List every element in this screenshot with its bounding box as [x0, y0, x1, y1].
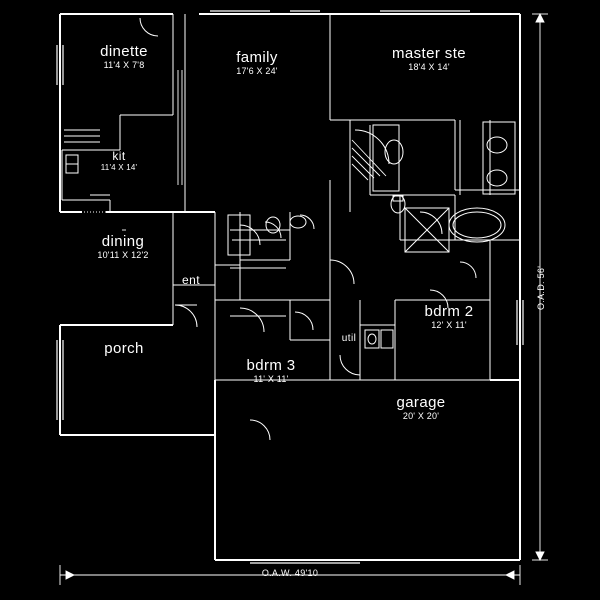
- room-dim-dinette: 11'4 X 7'8: [103, 59, 145, 70]
- room-label-master-suite: master ste 18'4 X 14': [392, 46, 466, 72]
- cabinet-and-shelf-lines: [64, 70, 387, 317]
- hatched-wall-fill: [60, 14, 520, 436]
- room-name-family: family: [236, 49, 278, 66]
- room-name-dining: dining: [101, 233, 145, 250]
- door-swings: [139, 17, 477, 441]
- room-dim-dining: 10'11 X 12'2: [97, 249, 149, 260]
- room-label-family: family 17'6 X 24': [236, 50, 278, 76]
- room-label-bedroom-2: bdrm 2 12' X 11': [424, 304, 473, 330]
- room-dim-bedroom-2: 12' X 11': [431, 319, 467, 330]
- room-label-kitchen: kit 11'4 X 14': [101, 150, 138, 172]
- overall-width-dimension: O.A.W. 49'10: [261, 568, 319, 578]
- room-name-kitchen: kit: [112, 149, 126, 163]
- room-name-porch: porch: [104, 340, 144, 357]
- room-label-porch: porch: [104, 341, 144, 358]
- room-label-utility: util: [341, 333, 357, 346]
- room-label-garage: garage 20' X 20': [396, 395, 445, 421]
- room-name-utility: util: [341, 333, 357, 344]
- room-dim-kitchen: 11'4 X 14': [100, 162, 138, 172]
- dimension-lines: [59, 12, 548, 585]
- room-name-bedroom-2: bdrm 2: [424, 303, 474, 320]
- room-name-bedroom-3: bdrm 3: [246, 357, 296, 374]
- windows: [56, 10, 524, 564]
- room-dim-family: 17'6 X 24': [236, 65, 278, 76]
- room-label-entry: ent: [182, 274, 200, 288]
- room-name-entry: ent: [182, 273, 200, 287]
- room-name-garage: garage: [396, 394, 446, 411]
- overall-depth-dimension: O.A.D. 56': [536, 265, 546, 310]
- room-dim-bedroom-3: 11' X 11': [253, 373, 289, 384]
- room-label-dining: dining 10'11 X 12'2: [97, 234, 148, 260]
- plumbing-fixtures: [65, 121, 516, 349]
- room-name-dinette: dinette: [100, 43, 148, 60]
- room-name-master-suite: master ste: [391, 45, 467, 62]
- room-dim-garage: 20' X 20': [402, 410, 440, 421]
- room-label-dinette: dinette 11'4 X 7'8: [100, 44, 148, 70]
- room-label-bedroom-3: bdrm 3 11' X 11': [246, 358, 295, 384]
- room-dim-master-suite: 18'4 X 14': [408, 61, 450, 72]
